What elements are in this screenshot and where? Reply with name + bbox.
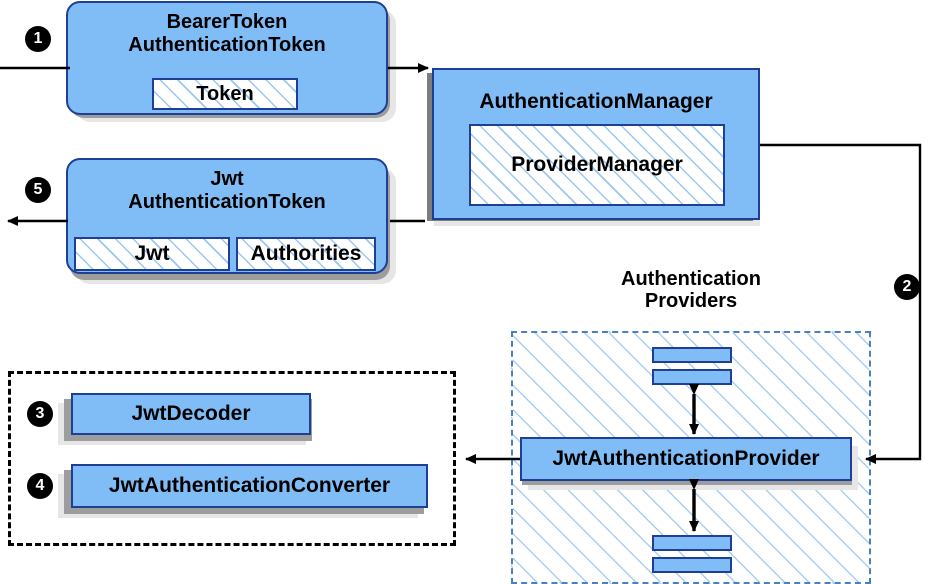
step-marker-3: 3	[27, 401, 53, 427]
step-marker-2-label: 2	[902, 278, 912, 295]
step-marker-4-label: 4	[35, 477, 45, 494]
chip-authorities-label: Authorities	[250, 242, 362, 265]
provider-stub-top-2	[652, 369, 732, 385]
chip-jwt: Jwt	[74, 237, 230, 271]
node-jwt-decoder[interactable]: JwtDecoder	[71, 393, 311, 435]
chip-token: Token	[152, 78, 298, 110]
step-marker-1-label: 1	[33, 30, 43, 47]
jwt-token-title-line1: Jwt	[210, 168, 244, 190]
step-marker-2: 2	[894, 274, 920, 300]
provider-stub-top-1	[652, 347, 732, 363]
jwt-provider-label: JwtAuthenticationProvider	[552, 447, 820, 470]
step-marker-5: 5	[25, 177, 51, 203]
bearer-token-title-line1: BearerToken	[166, 11, 288, 33]
step-marker-1: 1	[25, 26, 51, 52]
providers-title-line1: Authentication	[621, 268, 761, 290]
chip-jwt-label: Jwt	[134, 242, 170, 265]
provider-stub-bottom-1	[652, 535, 732, 551]
jwt-converter-label: JwtAuthenticationConverter	[108, 474, 391, 497]
chip-authorities: Authorities	[236, 237, 376, 271]
jwt-token-title-line2: AuthenticationToken	[128, 191, 326, 213]
node-jwt-authentication-provider[interactable]: JwtAuthenticationProvider	[520, 437, 852, 481]
jwt-decoder-label: JwtDecoder	[131, 402, 251, 425]
bearer-token-title-line2: AuthenticationToken	[128, 34, 326, 56]
step-marker-4: 4	[27, 473, 53, 499]
node-bearer-token-authentication-token[interactable]: BearerToken AuthenticationToken	[66, 1, 388, 115]
providers-title-line2: Providers	[644, 290, 738, 313]
node-jwt-authentication-converter[interactable]: JwtAuthenticationConverter	[71, 464, 428, 508]
chip-provider-manager: ProviderManager	[469, 124, 725, 206]
auth-manager-title: AuthenticationManager	[479, 90, 713, 113]
providers-group-title: Authentication Providers	[560, 268, 822, 313]
step-marker-3-label: 3	[35, 405, 45, 422]
chip-token-label: Token	[196, 82, 254, 105]
chip-provider-manager-label: ProviderManager	[511, 153, 683, 176]
provider-stub-bottom-2	[652, 557, 732, 573]
step-marker-5-label: 5	[33, 181, 43, 198]
